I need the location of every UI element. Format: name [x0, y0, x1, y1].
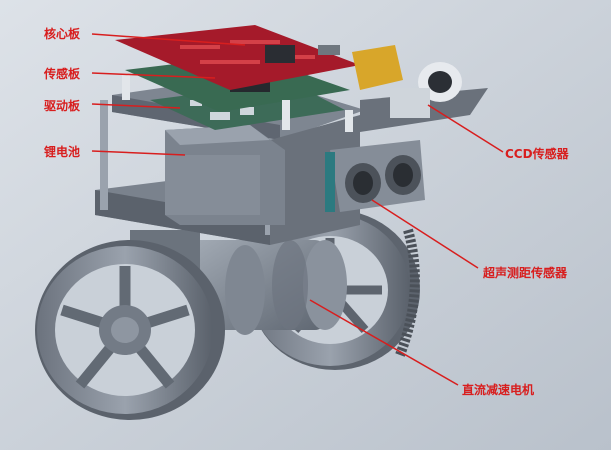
- sensor-board-label: 传感板: [44, 67, 81, 81]
- battery: [165, 125, 285, 225]
- left-wheel: [35, 240, 225, 420]
- ccd-sensor: [352, 45, 488, 132]
- battery-label: 锂电池: [44, 145, 81, 159]
- ultrasonic-sensor: [325, 140, 425, 212]
- driver-board-label: 驱动板: [44, 99, 81, 113]
- leader-lines: [91, 33, 504, 386]
- core-board: [115, 25, 360, 132]
- core-board-label: 核心板: [44, 27, 81, 41]
- ccd-sensor-label: CCD传感器: [505, 147, 569, 161]
- dc-motor-label: 直流减速电机: [462, 383, 535, 397]
- ultrasonic-sensor-label: 超声测距传感器: [483, 266, 568, 280]
